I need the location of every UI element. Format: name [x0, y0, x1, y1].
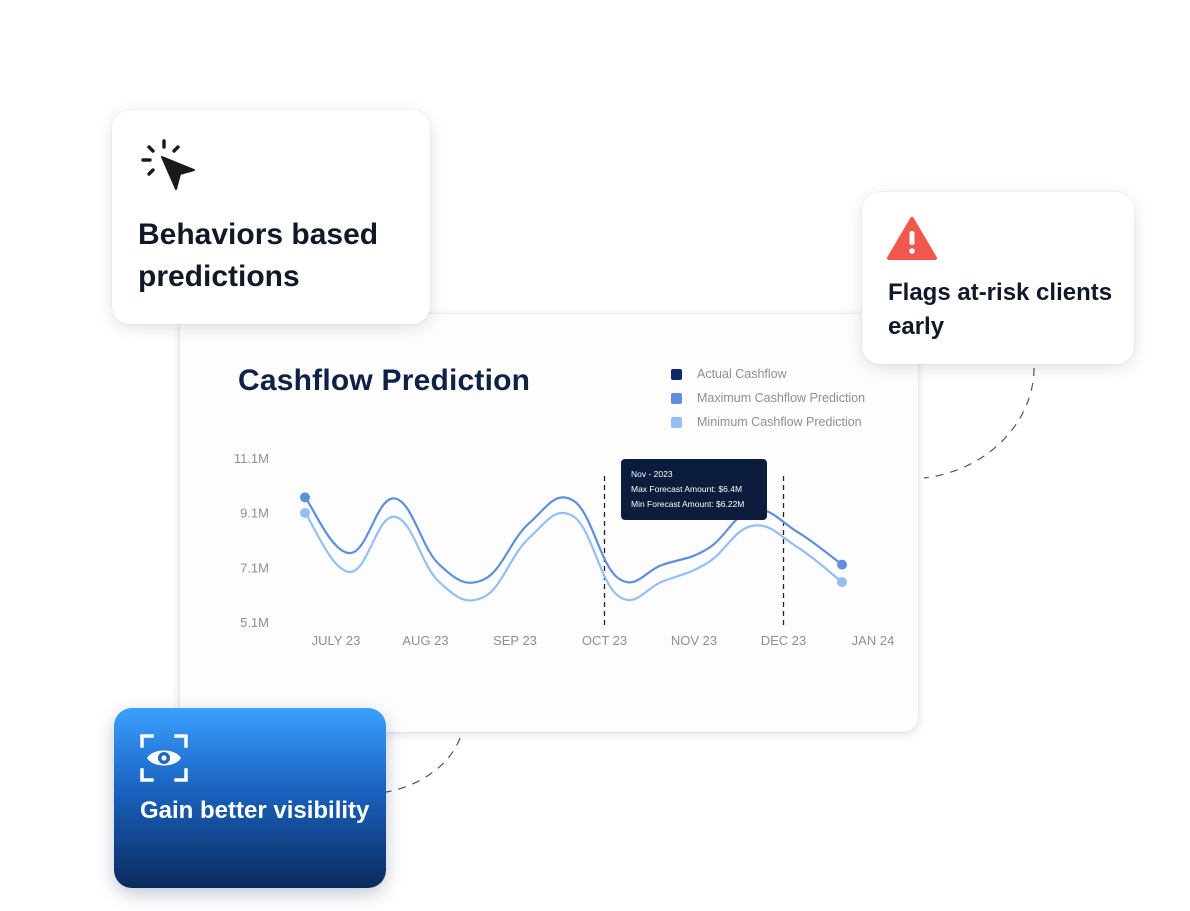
chart-card: Cashflow Prediction Actual Cashflow Maxi… [180, 314, 918, 732]
x-tick-label: JULY 23 [312, 633, 361, 648]
legend-label: Maximum Cashflow Prediction [697, 391, 866, 405]
visibility-card-text: Gain better visibility [140, 797, 370, 824]
warning-icon [887, 217, 937, 260]
behaviors-card: Behaviors based predictions [112, 110, 430, 324]
legend-label: Actual Cashflow [697, 367, 787, 381]
x-tick-label: DEC 23 [761, 633, 807, 648]
legend-swatch-max [671, 392, 682, 404]
y-tick-label: 9.1M [240, 506, 269, 521]
y-tick-label: 5.1M [240, 615, 269, 630]
chart-title: Cashflow Prediction [238, 364, 531, 397]
x-tick-label: SEP 23 [493, 633, 537, 648]
connector-flags [923, 367, 1035, 479]
legend-swatch-min [671, 416, 682, 428]
behaviors-card-text: Behaviors based predictions [138, 218, 379, 293]
data-point-marker [300, 492, 310, 503]
x-tick-label: JAN 24 [852, 633, 895, 648]
chart-tooltip: Nov - 2023 Max Forecast Amount: $6.4M Mi… [621, 459, 767, 520]
tooltip-min: Min Forecast Amount: $6.22M [631, 499, 745, 509]
legend-swatch-actual [671, 368, 682, 380]
chart-legend: Actual Cashflow Maximum Cashflow Predict… [671, 362, 865, 434]
tooltip-title: Nov - 2023 [631, 469, 673, 479]
flags-card-text: Flags at-risk clients early [888, 279, 1113, 340]
series-line-min [303, 511, 844, 602]
y-tick-label: 11.1M [234, 451, 269, 466]
y-tick-label: 7.1M [240, 560, 269, 575]
visibility-card: Gain better visibility [114, 708, 386, 888]
x-tick-label: AUG 23 [402, 633, 448, 648]
legend-item-actual: Actual Cashflow [671, 362, 865, 386]
eye-icon [140, 734, 188, 782]
data-point-marker [837, 559, 847, 570]
tooltip-max: Max Forecast Amount: $6.4M [631, 484, 743, 494]
legend-item-max: Maximum Cashflow Prediction [671, 386, 865, 410]
data-point-marker [837, 577, 847, 588]
connector-visibility [385, 737, 461, 793]
x-tick-label: OCT 23 [582, 633, 627, 648]
legend-item-min: Minimum Cashflow Prediction [671, 410, 865, 434]
flags-card: Flags at-risk clients early [862, 192, 1134, 364]
cursor-click-icon [141, 139, 195, 190]
legend-label: Minimum Cashflow Prediction [697, 415, 862, 429]
chart-plot: 11.1M 9.1M 7.1M 5.1M JULY 23 AUG 23 SEP 23 OCT … [234, 451, 895, 648]
data-point-marker [300, 507, 310, 518]
x-tick-label: NOV 23 [671, 633, 717, 648]
